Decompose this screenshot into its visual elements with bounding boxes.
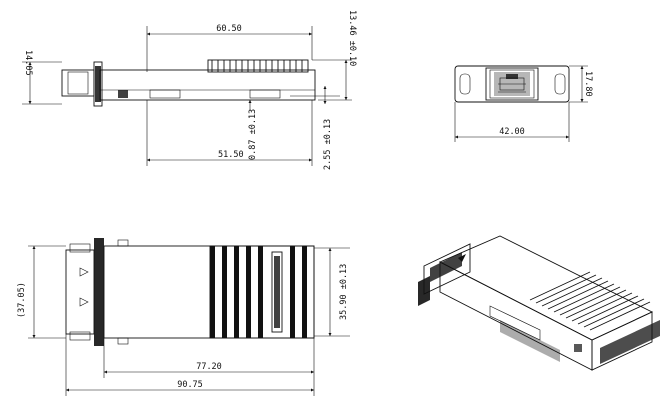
dim-side-step2: 2.55 ±0.13	[323, 119, 333, 170]
dim-side-overall: 60.50	[216, 24, 242, 34]
dim-front-height: 17.80	[583, 71, 593, 97]
dim-top-len-b: 90.75	[177, 380, 203, 390]
side-heatsink-fins	[207, 59, 309, 73]
dim-top-len-a: 77.20	[196, 362, 222, 372]
dim-side-step: 0.87 ±0.13	[248, 109, 258, 160]
side-view: 60.50 14.05 13.46 ±0.10 51.50 0.87 ±0.13…	[22, 10, 357, 170]
dim-side-height-tol: 13.46 ±0.10	[347, 10, 357, 66]
top-view: (37.05) 35.90 ±0.13 77.20 90.75	[17, 238, 350, 396]
dim-top-body-width: 35.90 ±0.13	[339, 264, 349, 320]
dim-top-width: (37.05)	[17, 282, 27, 318]
iso-heatsink-fins	[529, 271, 651, 331]
dim-side-height: 14.05	[23, 50, 33, 76]
front-view: 17.80 42.00	[454, 65, 593, 142]
top-heatsink	[209, 245, 315, 339]
dim-front-width: 42.00	[499, 127, 525, 137]
dim-side-lower: 51.50	[218, 150, 244, 160]
isometric-view	[418, 235, 660, 371]
